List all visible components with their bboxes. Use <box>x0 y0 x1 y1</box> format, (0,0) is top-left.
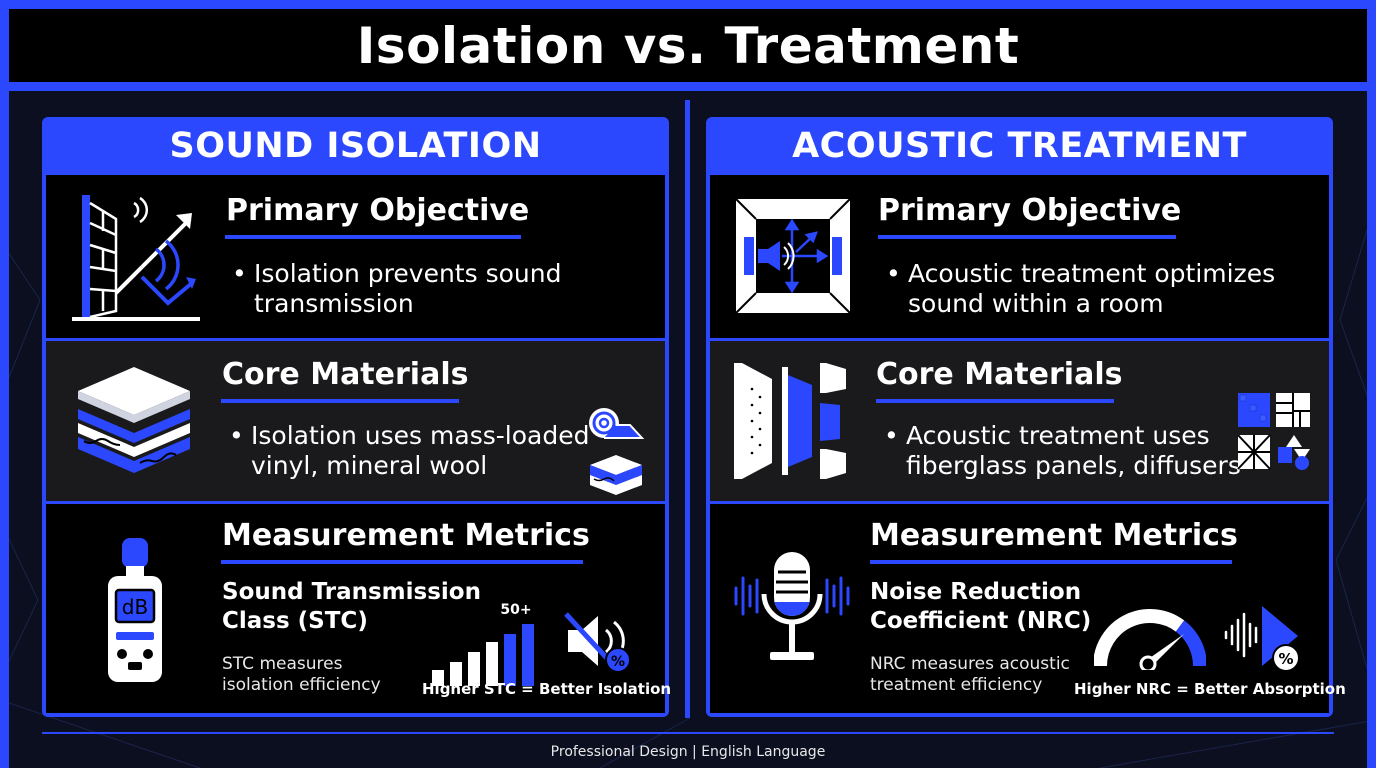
foam-icon <box>590 455 642 495</box>
title-underline <box>878 235 1176 239</box>
bullet-dot: • <box>229 421 244 450</box>
bullet-line-1: Isolation prevents sound <box>254 259 562 288</box>
metric-description: STC measures isolation efficiency <box>222 654 381 696</box>
page-title: Isolation vs. Treatment <box>356 16 1020 75</box>
metric-desc-line-1: NRC measures acoustic <box>870 654 1070 674</box>
title-underline <box>221 399 459 403</box>
metric-name-line-1: Noise Reduction <box>870 579 1082 605</box>
materials-section: Core Materials •Isolation uses mass-load… <box>46 341 665 501</box>
metric-desc-line-1: STC measures <box>222 654 343 674</box>
pattern-tiles-icon <box>1237 393 1310 470</box>
bullet-line-1: Acoustic treatment optimizes <box>908 259 1276 288</box>
bullet-line-2: fiberglass panels, diffusers <box>906 451 1241 480</box>
acoustic-treatment-panel: ACOUSTIC TREATMENT Primary Objective •Ac… <box>706 117 1346 717</box>
metric-name-line-1: Sound Transmission <box>222 579 481 605</box>
materials-bullet: •Acoustic treatment uses fiberglass pane… <box>884 421 1241 481</box>
footer-divider <box>42 732 1334 734</box>
panel-heading: ACOUSTIC TREATMENT <box>792 126 1247 166</box>
metrics-title: Measurement Metrics <box>222 518 590 553</box>
bar-graph-icon: 50+ <box>432 602 534 686</box>
microphone-icon <box>734 552 850 660</box>
metric-caption: Higher STC = Better Isolation <box>422 680 672 698</box>
title-underline <box>870 560 1232 564</box>
materials-title: Core Materials <box>876 357 1123 392</box>
roll-icon <box>589 408 645 439</box>
percent-symbol: % <box>1278 650 1293 668</box>
objective-title: Primary Objective <box>878 193 1182 228</box>
absorber-panels-icon <box>734 363 846 479</box>
metrics-title: Measurement Metrics <box>870 518 1238 553</box>
sound-meter-icon: dB <box>108 538 162 682</box>
objective-title: Primary Objective <box>226 193 530 228</box>
objective-section: Primary Objective •Isolation prevents so… <box>46 175 665 338</box>
gauge-icon <box>1094 609 1206 670</box>
metrics-section: dB Measurement Metrics Sound Transmissio… <box>46 504 671 713</box>
bullet-line-2: transmission <box>254 289 414 318</box>
metric-name: Noise Reduction Coefficient (NRC) <box>870 578 1091 636</box>
material-layers-icon <box>78 367 190 473</box>
metric-desc-line-2: treatment efficiency <box>870 675 1043 695</box>
panel-heading: SOUND ISOLATION <box>169 126 542 166</box>
sound-isolation-panel: SOUND ISOLATION Primary Objective <box>42 117 671 717</box>
materials-title: Core Materials <box>222 357 469 392</box>
bullet-line-2: sound within a room <box>908 289 1164 318</box>
bullet-dot: • <box>884 421 899 450</box>
title-underline <box>221 560 583 564</box>
title-underline <box>225 235 521 239</box>
materials-section: Core Materials •Acoustic treatment uses … <box>710 341 1329 501</box>
metric-name: Sound Transmission Class (STC) <box>222 578 481 636</box>
metric-desc-line-2: isolation efficiency <box>222 675 381 695</box>
center-divider <box>685 100 690 718</box>
bullet-line-1: Acoustic treatment uses <box>906 421 1210 450</box>
bullet-line-2: vinyl, mineral wool <box>251 451 488 480</box>
waveform-percent-icon: % <box>1224 606 1300 672</box>
metric-name-line-2: Coefficient (NRC) <box>870 608 1092 634</box>
objective-bullet: •Isolation prevents sound transmission <box>232 259 561 319</box>
brick-wall-sound-icon <box>72 195 200 321</box>
muted-speaker-icon: % <box>564 612 631 673</box>
bullet-dot: • <box>232 259 247 288</box>
room-reflection-icon <box>735 198 851 314</box>
title-underline <box>876 399 1114 403</box>
metric-description: NRC measures acoustic treatment efficien… <box>870 654 1070 696</box>
objective-bullet: •Acoustic treatment optimizes sound with… <box>886 259 1275 319</box>
percent-symbol: % <box>611 654 625 670</box>
footer-text: Professional Design | English Language <box>550 744 826 760</box>
bullet-line-1: Isolation uses mass-loaded <box>251 421 590 450</box>
metrics-section: Measurement Metrics Noise Reduction Coef… <box>710 504 1346 713</box>
metric-name-line-2: Class (STC) <box>222 608 368 634</box>
title-bar: Isolation vs. Treatment <box>9 9 1367 91</box>
materials-bullet: •Isolation uses mass-loaded vinyl, miner… <box>229 421 589 481</box>
bullet-dot: • <box>886 259 901 288</box>
bar-label: 50+ <box>500 602 531 618</box>
metric-caption: Higher NRC = Better Absorption <box>1074 680 1346 698</box>
meter-label: dB <box>122 595 148 619</box>
objective-section: Primary Objective •Acoustic treatment op… <box>710 175 1329 338</box>
